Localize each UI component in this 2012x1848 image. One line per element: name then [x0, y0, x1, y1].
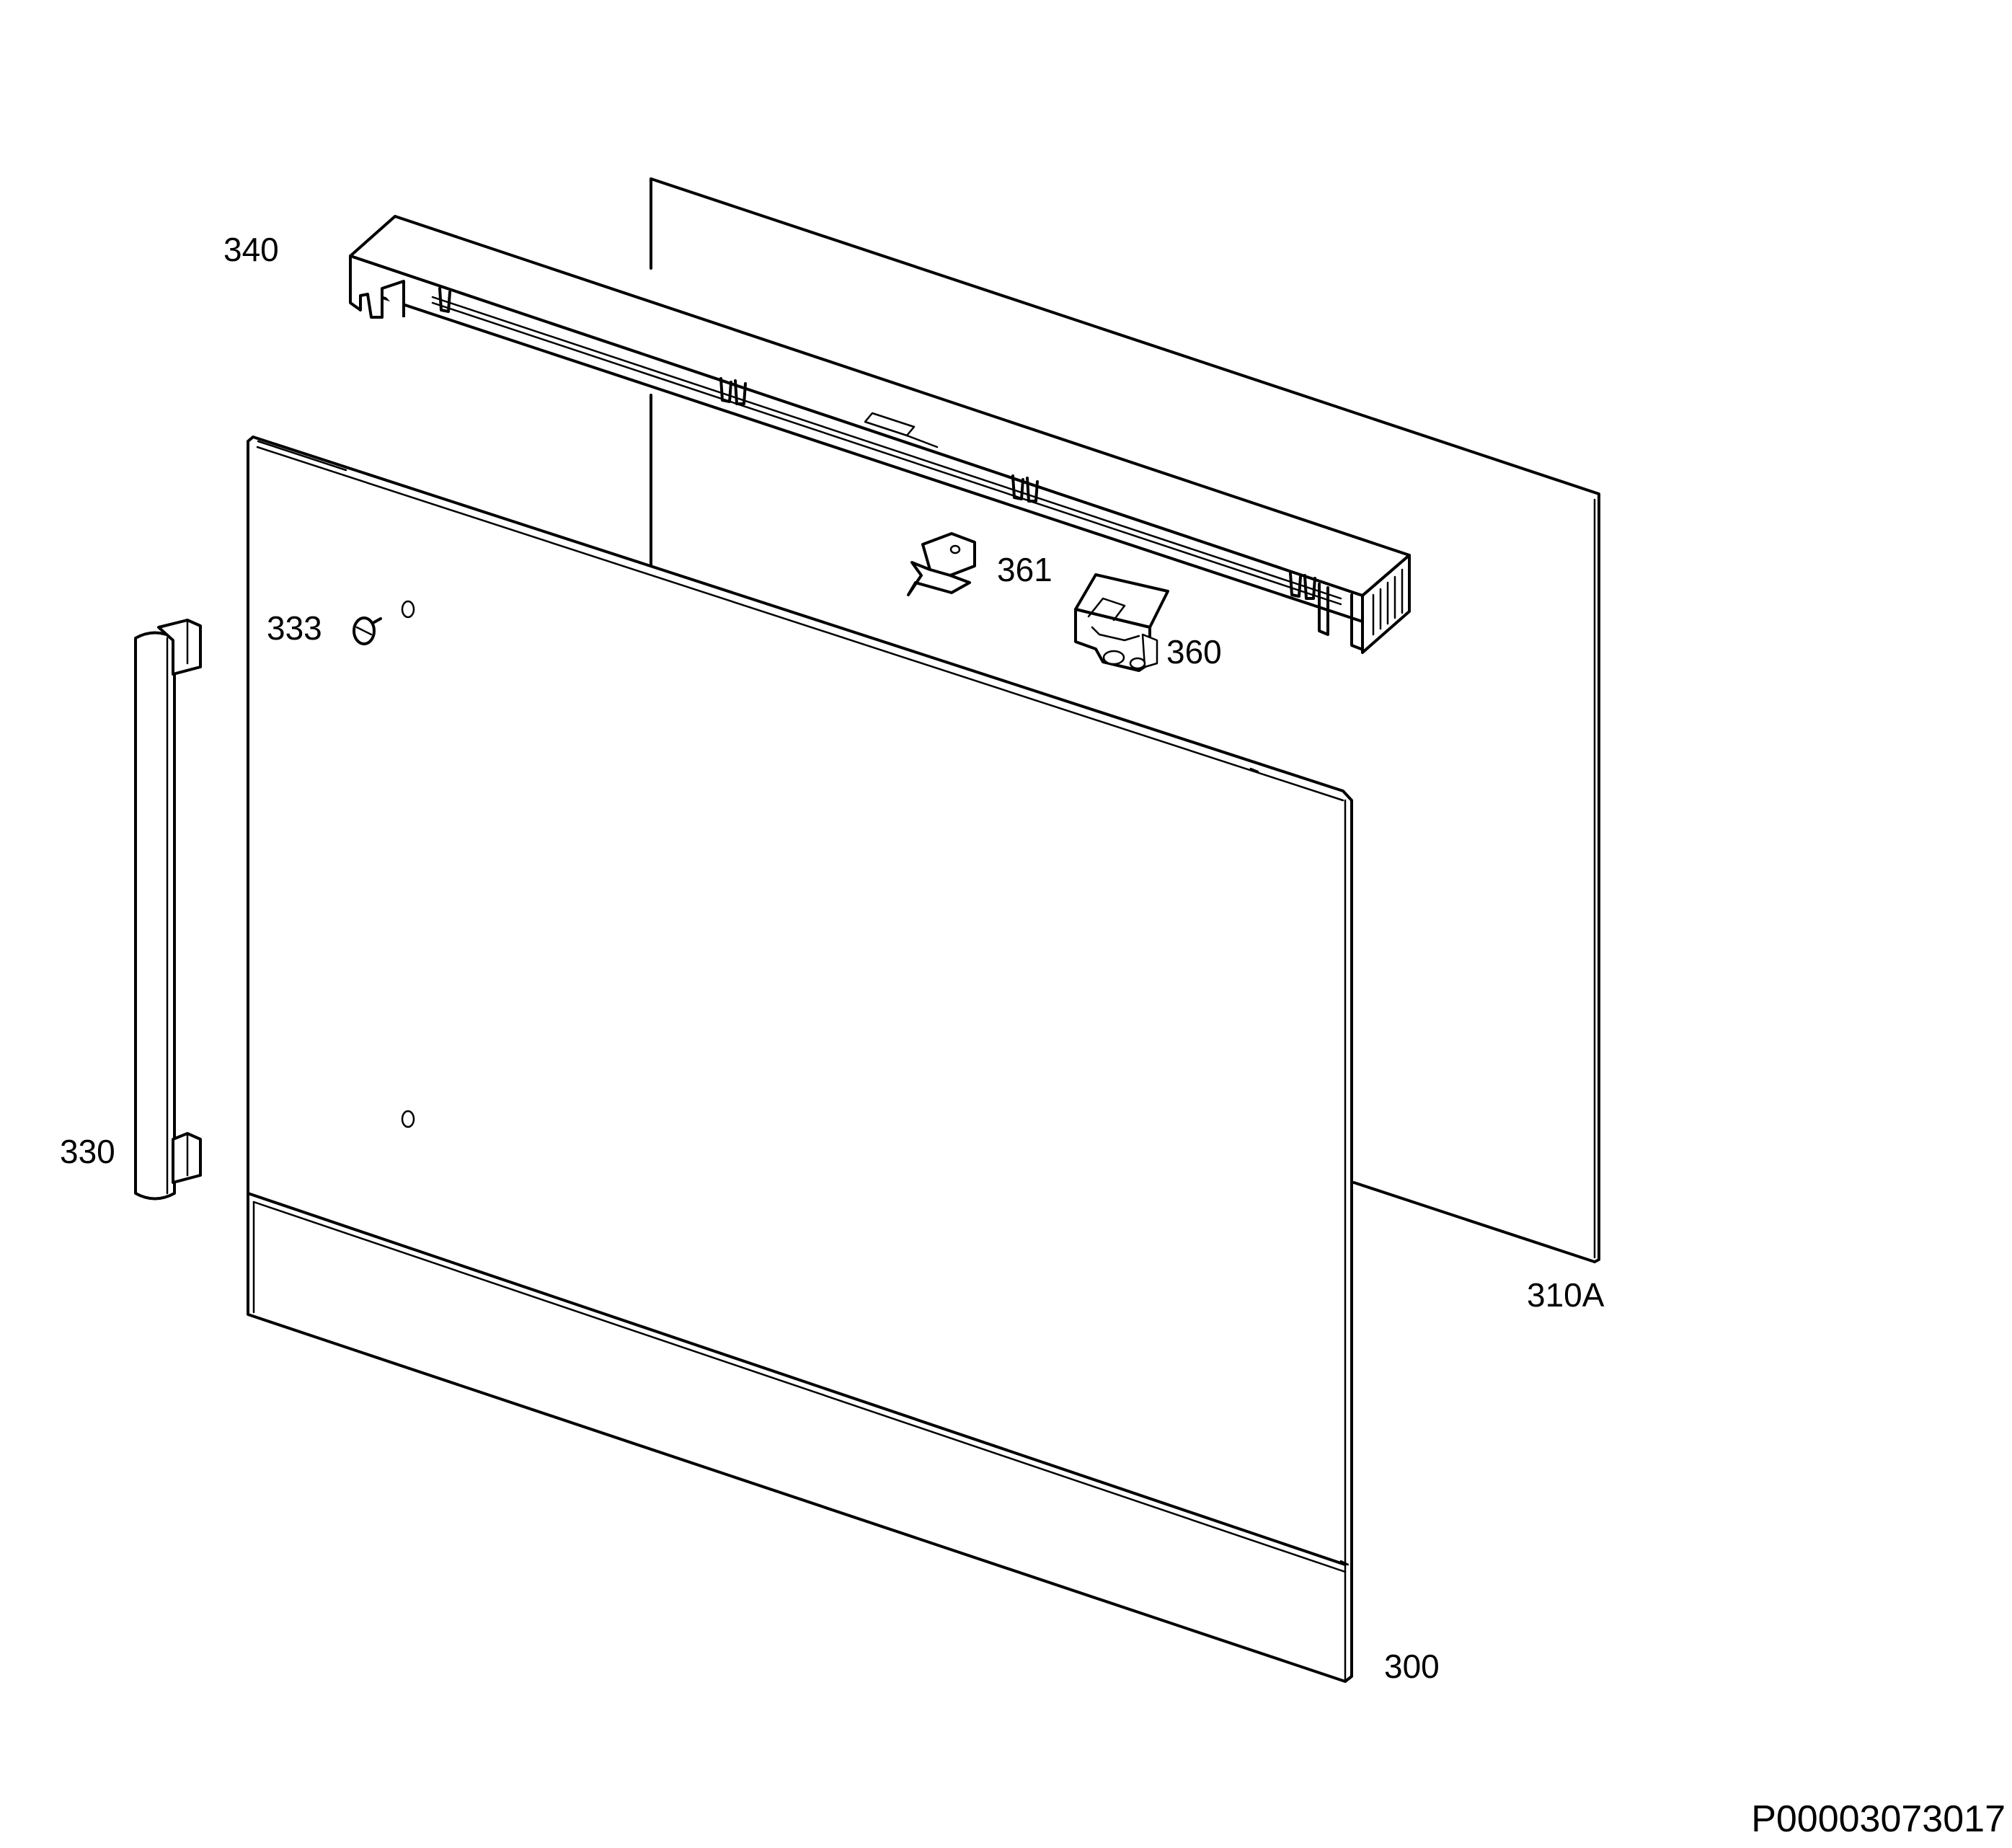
part-333-screw: [353, 616, 382, 645]
label-333: 333: [267, 609, 322, 647]
label-340: 340: [223, 231, 279, 268]
label-361: 361: [997, 551, 1052, 588]
hole-upper: [401, 600, 415, 619]
part-340-top-cover-strip: [349, 215, 1411, 654]
label-330: 330: [60, 1133, 115, 1170]
part-300-front-door-panel: [247, 436, 1353, 1683]
label-360: 360: [1166, 633, 1222, 671]
document-code: P00003073017: [1751, 1798, 2006, 1840]
label-300: 300: [1384, 1648, 1440, 1685]
part-360-clip: [1074, 573, 1169, 672]
label-310A: 310A: [1527, 1276, 1605, 1314]
vent-grille: [1372, 568, 1404, 636]
part-361-bracket: [907, 532, 976, 596]
part-310A-rear-glass-panel: [650, 177, 1600, 1263]
part-330-door-handle: [134, 619, 202, 1201]
hole-lower: [401, 1110, 415, 1128]
